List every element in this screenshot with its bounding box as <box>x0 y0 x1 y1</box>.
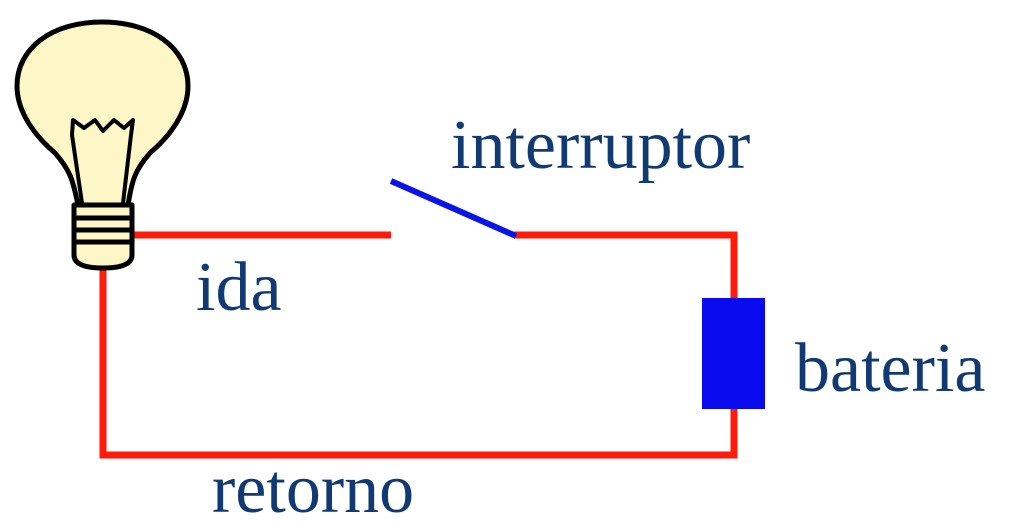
switch-label: interruptor <box>451 107 750 184</box>
return-wire-label: retorno <box>212 451 414 522</box>
open-switch-icon <box>389 178 518 239</box>
battery-label: bateria <box>795 330 985 407</box>
battery-icon <box>702 298 765 409</box>
wire-to-battery <box>514 231 738 300</box>
circuit-wires <box>99 231 738 459</box>
wire-retorno <box>99 262 738 459</box>
light-bulb-icon <box>14 19 191 271</box>
outgoing-wire-label: ida <box>196 249 282 326</box>
